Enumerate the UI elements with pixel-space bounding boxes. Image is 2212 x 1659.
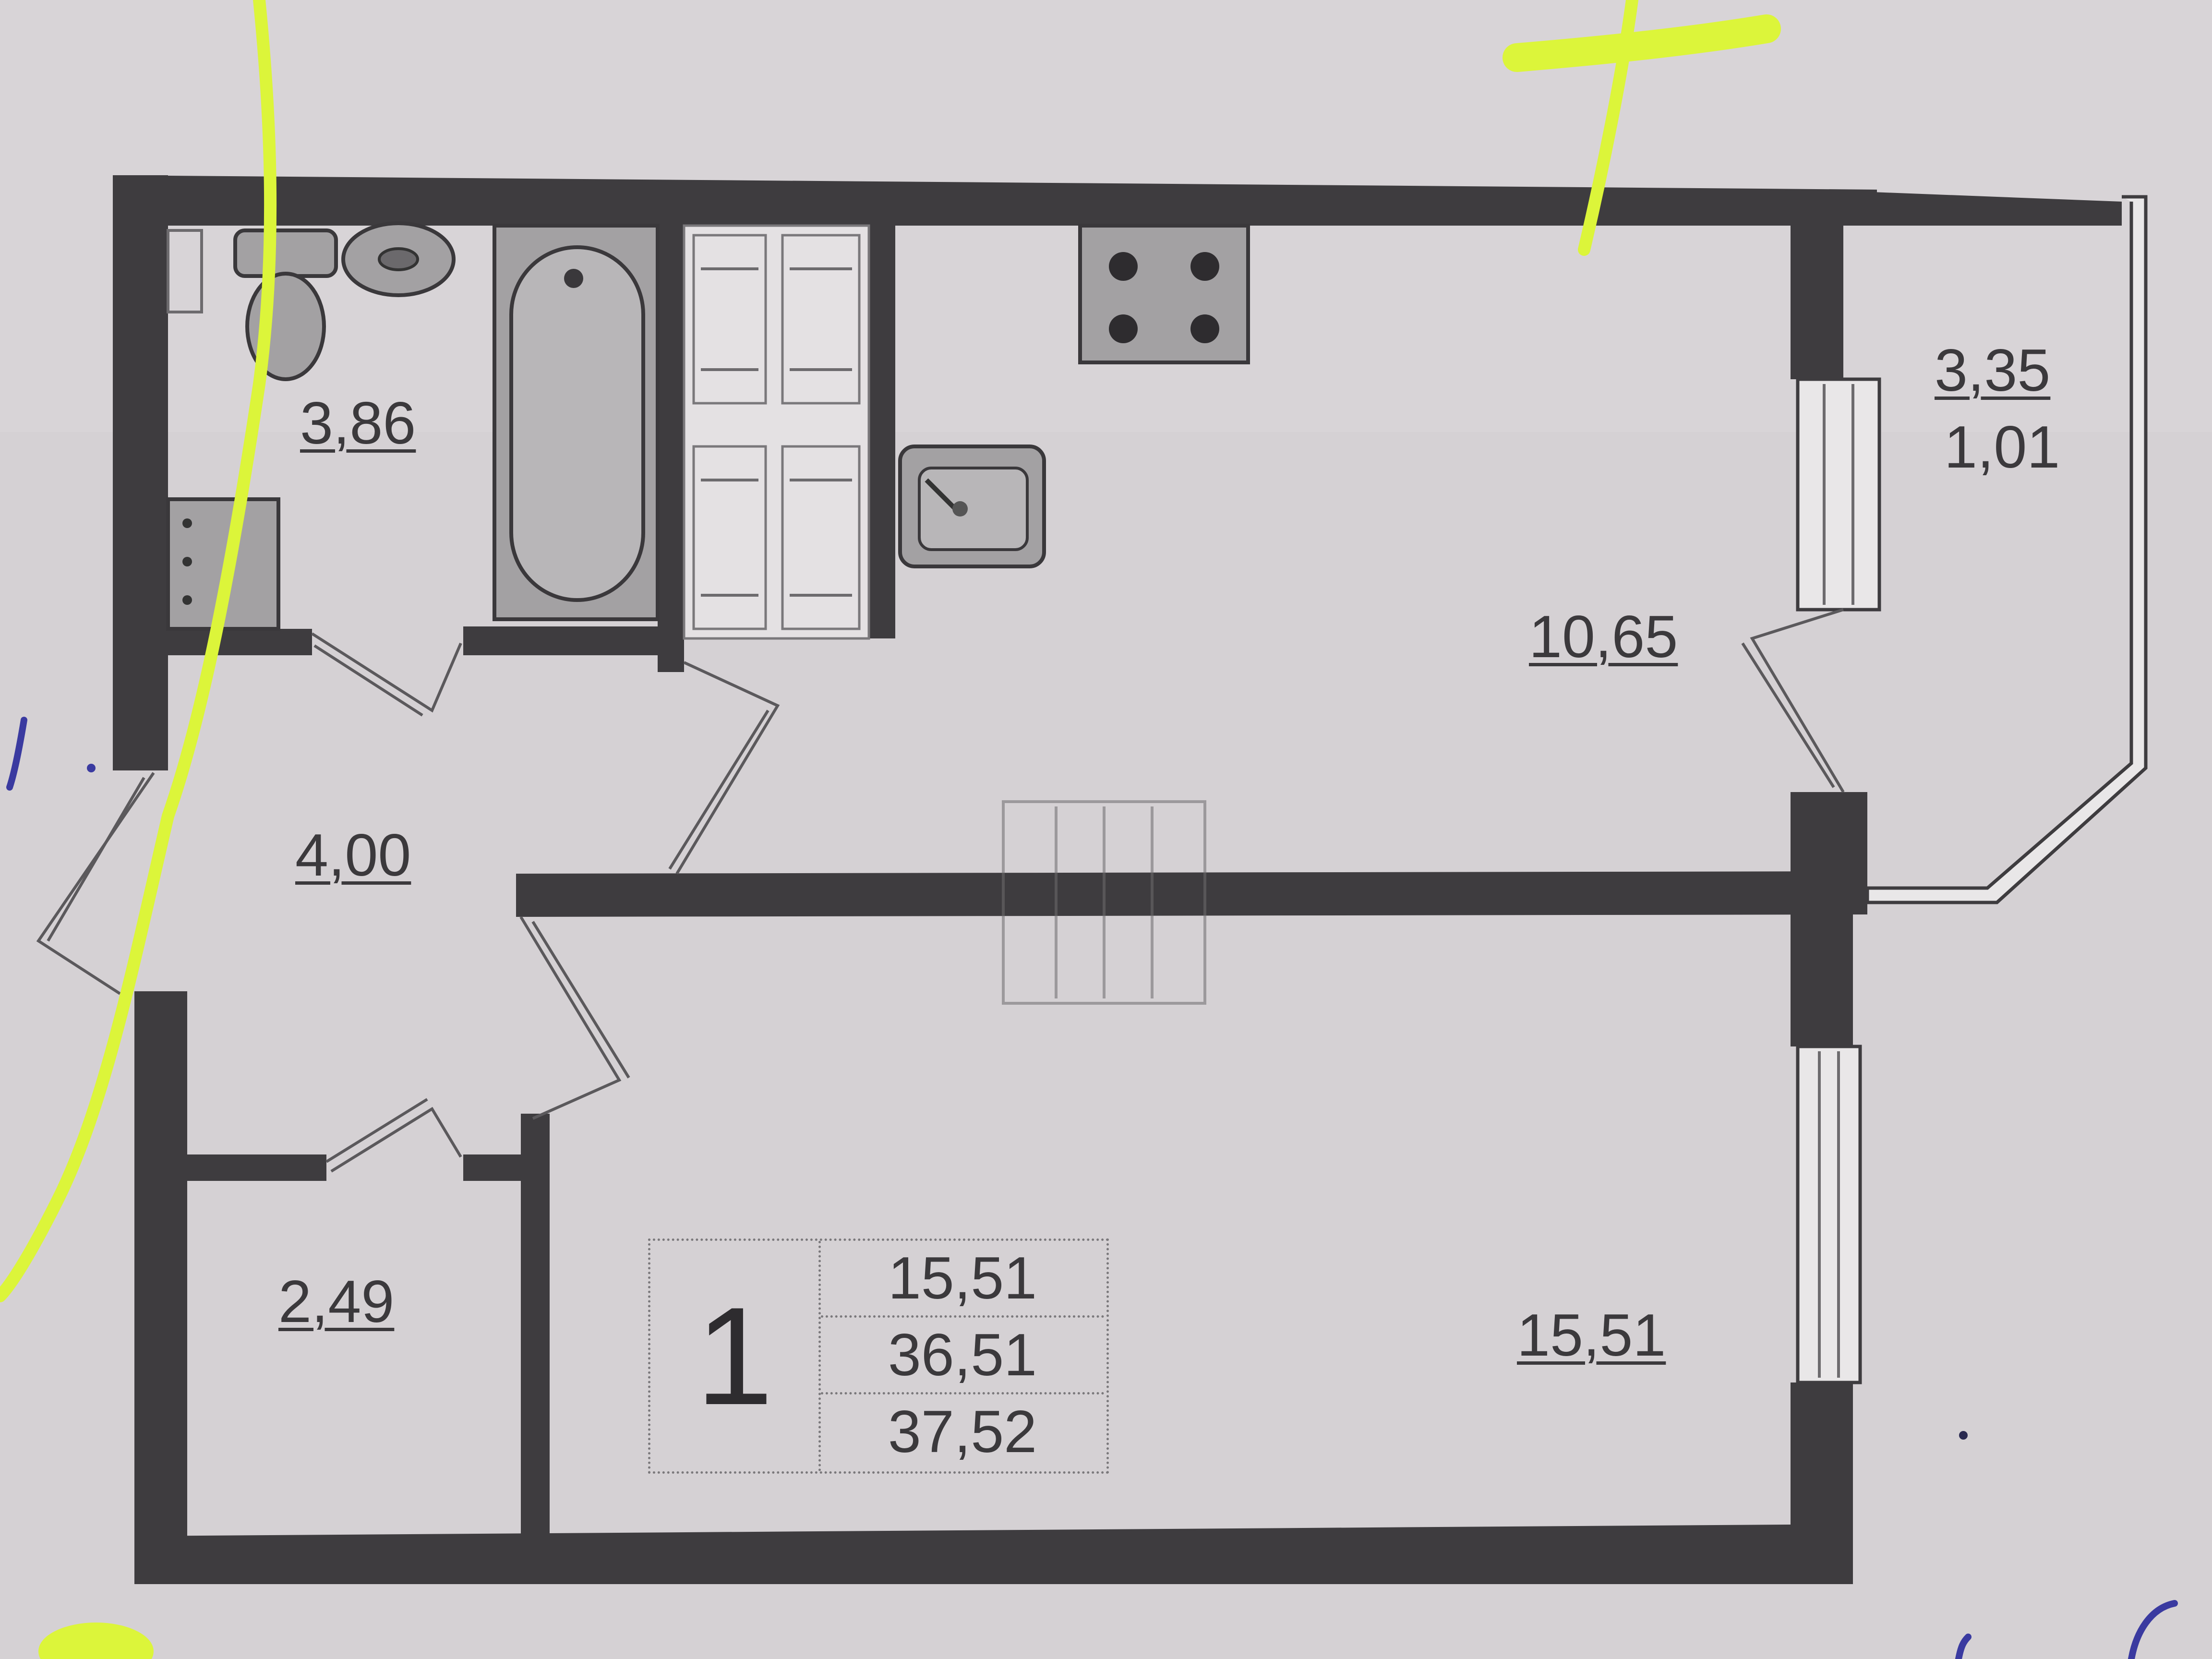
wardrobe: [683, 224, 870, 640]
blue-pen-mark: [6, 717, 27, 791]
room-count: 1: [650, 1241, 821, 1471]
loggia-total-area-label: 3,35: [1935, 337, 2051, 404]
toilet-tank-icon: [233, 228, 338, 278]
doors: [36, 608, 1845, 1173]
kitchen-fixtures: [898, 224, 1250, 568]
stove-icon: [1078, 224, 1250, 364]
apartment-summary-table: 1 15,51 36,51 37,52: [648, 1238, 1109, 1474]
total-area-value: 36,51: [821, 1318, 1104, 1395]
kitchen-area-label: 10,65: [1529, 604, 1678, 670]
storage-area-label: 2,49: [278, 1269, 395, 1335]
hallway-area-label: 4,00: [295, 822, 411, 889]
highlighter-stroke-left: [0, 0, 277, 1302]
windows: [1796, 377, 1881, 1384]
area-with-loggia-value: 37,52: [888, 1398, 1037, 1465]
bedroom-area-label: 15,51: [1517, 1302, 1666, 1369]
living-area-value: 15,51: [821, 1241, 1104, 1318]
loggia-reduced-area-label: 1,01: [1944, 414, 2060, 481]
loggia-outline: [1865, 195, 2148, 904]
walls: [113, 175, 2122, 1584]
bathroom-area-label: 3,86: [300, 390, 416, 457]
